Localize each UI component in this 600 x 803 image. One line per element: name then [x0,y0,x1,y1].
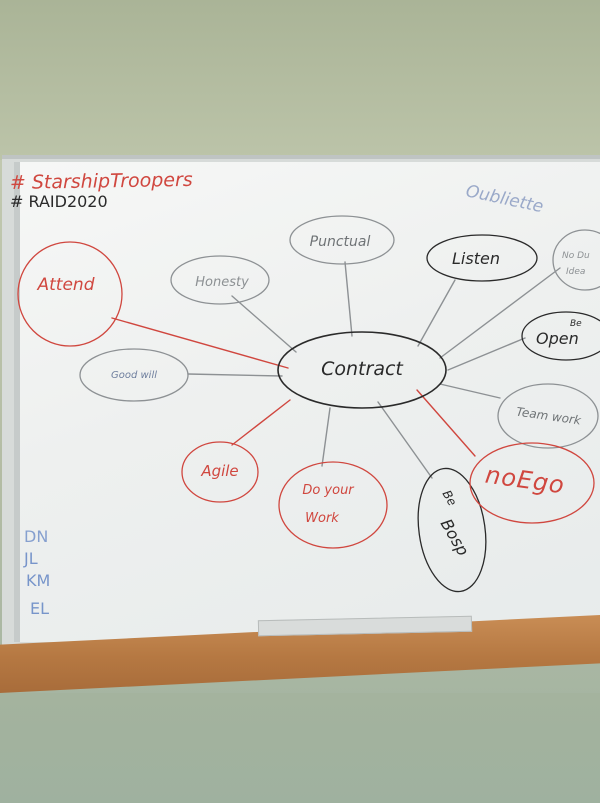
connector-do-your-work [321,407,331,467]
bubble-attend [17,241,123,347]
label-listen: Listen [452,249,500,268]
connector-no-dumb-ideas [439,267,561,359]
wall-lower [0,693,600,803]
label-center-contract: Contract [321,358,404,380]
connector-no-ego [416,389,476,457]
label-be-bosp-line2: Bosp [437,515,473,559]
label-be-open: Open [536,329,579,348]
bubble-be-bosp [417,467,487,593]
initials-4: EL [30,599,49,618]
connector-honesty [231,295,297,353]
initials-2: JL [23,549,38,568]
label-no-ego: noEgo [484,461,567,500]
label-agile: Agile [200,462,238,480]
label-no-dumb-line1: No Du [562,251,590,261]
label-goodwill: Good will [111,370,157,381]
connector-goodwill [187,373,283,377]
label-attend: Attend [37,275,95,295]
bubble-be-open [521,311,600,361]
bubble-goodwill [79,348,189,402]
label-do-your-work-line1: Do your [302,483,355,498]
label-be-bosp-line1: Be [439,488,459,509]
label-punctual: Punctual [310,234,371,250]
wall-upper [0,0,600,160]
label-honesty: Honesty [195,275,249,290]
label-no-dumb-line2: Idea [566,267,585,277]
initials-1: DN [24,527,48,546]
label-do-your-work-line2: Work [305,511,339,526]
bubble-agile [181,441,259,503]
header-starship-troopers: # StarshipTroopers [10,169,193,194]
bubble-team-work [497,383,599,449]
connector-listen [417,279,456,347]
connector-be-open [447,337,526,371]
corner-note-oubliette: Oubliette [464,181,545,217]
bubble-honesty [170,255,270,305]
header-raid-2020: # RAID2020 [10,192,108,211]
connector-team-work [439,383,501,399]
bubble-punctual [289,215,395,265]
bubble-no-dumb-ideas [552,229,600,291]
bubble-center [277,331,447,409]
initials-3: KM [26,571,50,590]
connector-be-bosp [377,401,433,479]
bubble-listen [426,234,538,282]
connector-punctual [344,261,353,337]
label-team-work: Team work [515,405,582,428]
connector-agile [231,399,291,446]
bubble-do-your-work [278,461,388,549]
bubble-no-ego [469,442,595,524]
label-be-open-small: Be [570,319,582,329]
connector-attend [111,317,289,369]
